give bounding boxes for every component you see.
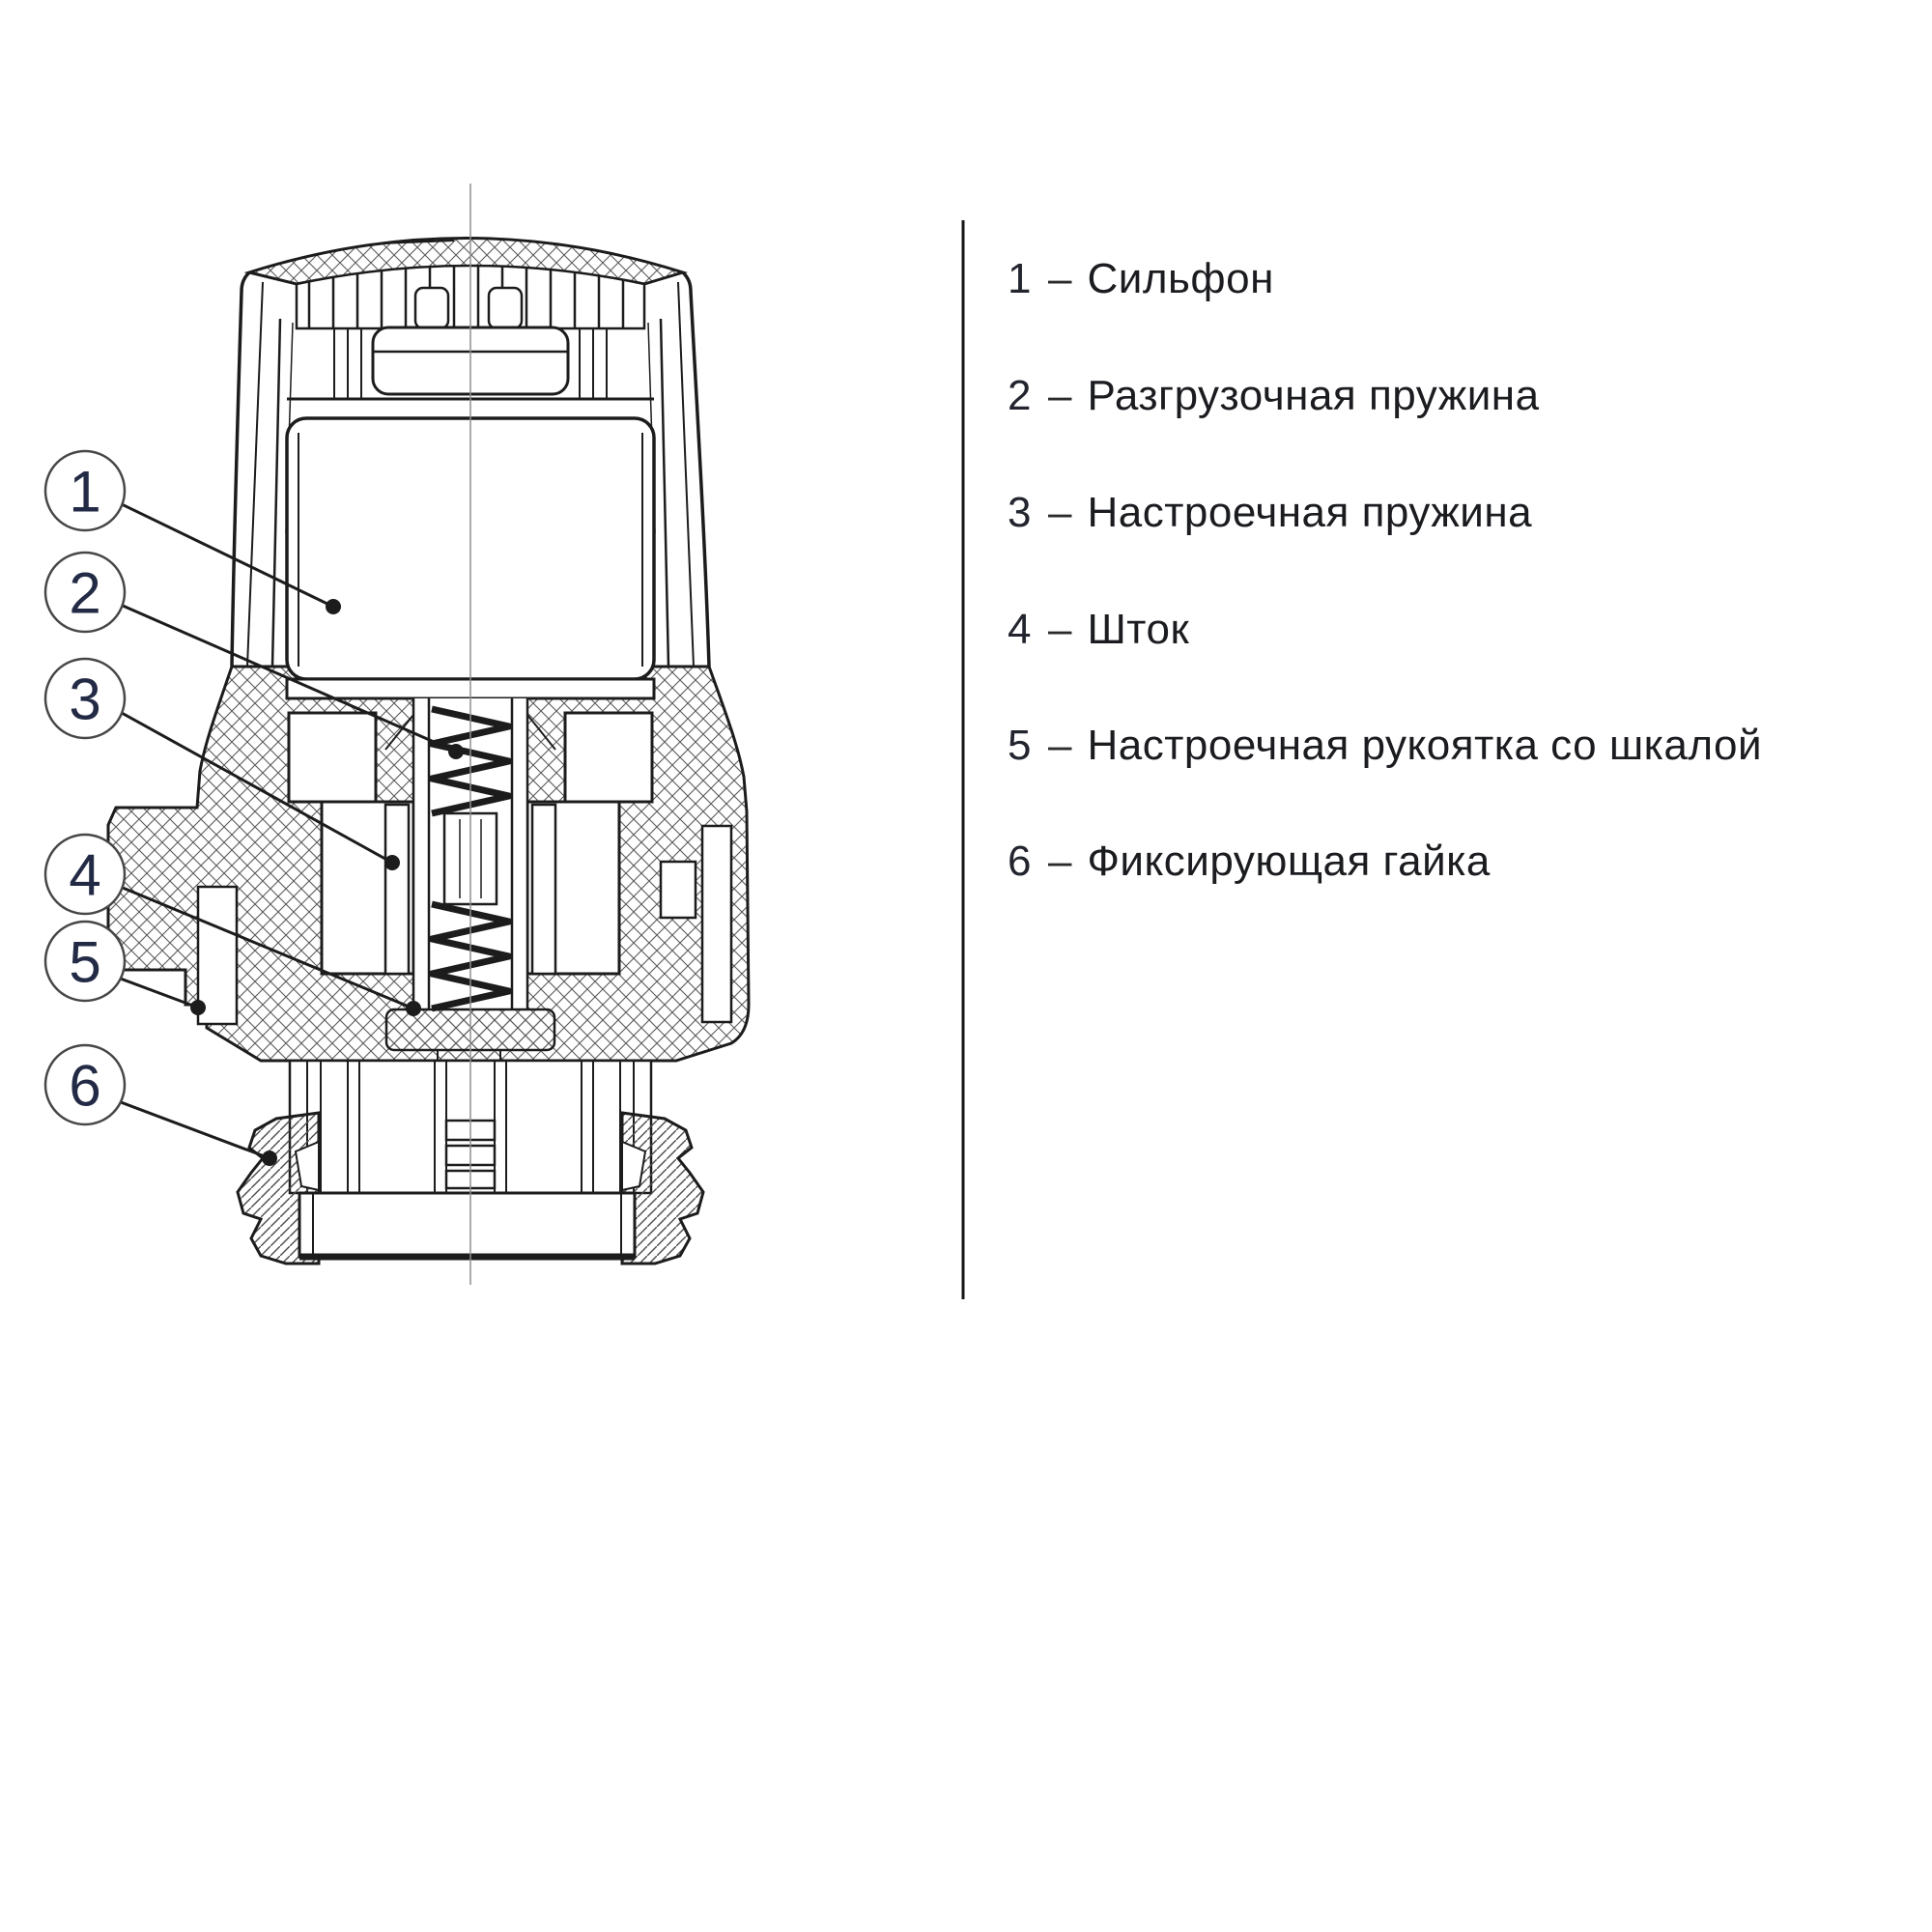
callout-6: 6 — [43, 1043, 277, 1166]
leader-dot-5 — [190, 1000, 206, 1015]
leader-dot-3 — [384, 855, 400, 870]
callout-circle-1 — [43, 449, 127, 532]
leader-dot-6 — [262, 1151, 277, 1166]
callout-number-2: 2 — [69, 561, 100, 626]
fixing-nut — [236, 1111, 705, 1265]
callout-number-1: 1 — [69, 460, 100, 525]
setting-spring — [428, 900, 513, 1012]
leader-dot-4 — [406, 1001, 421, 1016]
callout-circle-5 — [43, 920, 127, 1003]
callout-1: 1 — [43, 449, 341, 614]
leader-dot-1 — [326, 599, 341, 614]
callout-number-5: 5 — [69, 930, 100, 995]
callout-circle-2 — [43, 551, 127, 634]
callout-3: 3 — [43, 657, 400, 870]
callout-circle-6 — [43, 1043, 127, 1126]
callout-number-6: 6 — [69, 1054, 100, 1119]
callout-circle-3 — [43, 657, 127, 740]
leader-dot-2 — [448, 744, 464, 759]
callout-number-4: 4 — [69, 843, 100, 908]
callout-2: 2 — [43, 551, 464, 759]
relief-spring — [428, 705, 513, 817]
callout-4: 4 — [43, 833, 421, 1016]
callout-5: 5 — [43, 920, 206, 1015]
callout-number-3: 3 — [69, 668, 100, 732]
callout-circle-4 — [43, 833, 127, 916]
